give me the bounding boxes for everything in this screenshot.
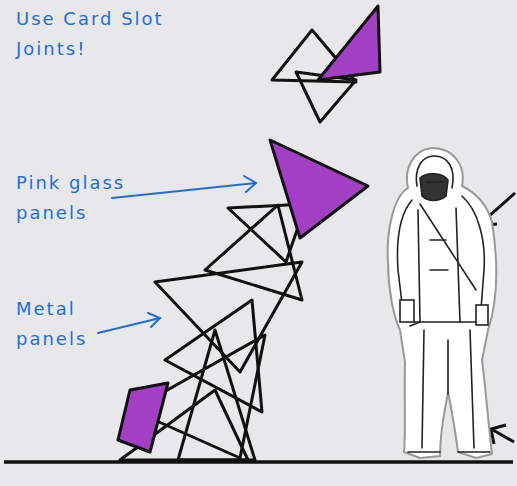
glass-panel xyxy=(118,383,168,452)
part-label: Pink glass panels xyxy=(16,168,156,228)
person-cutout xyxy=(388,148,496,458)
part-label: Metal panels xyxy=(16,294,116,354)
metal-panel xyxy=(205,205,302,300)
ground-line xyxy=(4,460,513,464)
leader-arrow xyxy=(98,318,160,333)
glass-panel xyxy=(318,6,380,80)
note: Use Card Slot Joints! xyxy=(16,4,166,64)
arrow-head xyxy=(491,425,506,444)
glass-panel xyxy=(270,140,368,238)
arrow-head xyxy=(244,176,256,192)
leader-arrow xyxy=(112,183,256,198)
arrow-head xyxy=(148,313,160,327)
arrow xyxy=(493,430,514,442)
